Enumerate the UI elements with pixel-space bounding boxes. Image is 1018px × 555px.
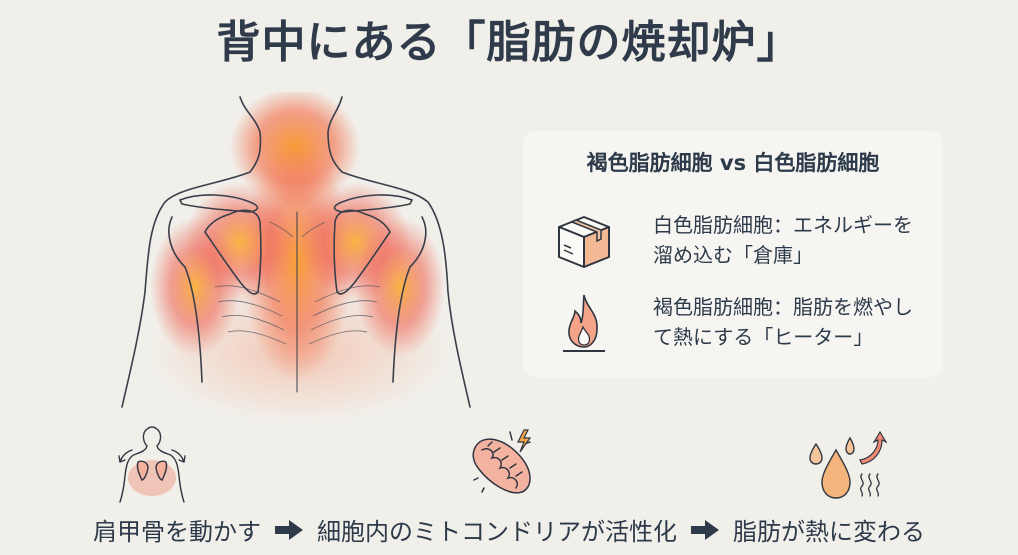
right-arrow-icon [275,519,303,540]
shoulder-blade-icon [118,426,186,503]
brown-fat-text-line1: 褐色脂肪細胞：脂肪を燃やし [653,295,913,319]
brown-fat-item: 褐色脂肪細胞：脂肪を燃やし て熱にする「ヒーター」 [553,287,933,357]
flame-icon [563,294,605,352]
comparison-panel: 褐色脂肪細胞 vs 白色脂肪細胞 白色脂肪細胞：エネルギーを 溜め込む「倉庫」 … [523,131,943,377]
fat-to-heat-icon [809,430,888,499]
mitochondria-icon [472,429,532,494]
white-fat-text-line2: 溜め込む「倉庫」 [653,243,813,267]
process-flow: 肩甲骨を動かす 細胞内のミトコンドリアが活性化 脂肪が熱に変わる [0,512,1018,547]
step-label-3: 脂肪が熱に変わる [733,518,925,546]
step-label-1: 肩甲骨を動かす [93,518,261,546]
brown-fat-text-line2: て熱にする「ヒーター」 [653,325,874,349]
box-icon [558,216,610,268]
step-label-2: 細胞内のミトコンドリアが活性化 [317,518,677,546]
panel-title: 褐色脂肪細胞 vs 白色脂肪細胞 [586,151,880,175]
white-fat-item: 白色脂肪細胞：エネルギーを 溜め込む「倉庫」 [553,205,933,275]
right-arrow-icon [691,519,719,540]
white-fat-text-line1: 白色脂肪細胞：エネルギーを [653,213,913,237]
upper-back-heat-illustration [121,92,471,422]
page-title: 背中にある「脂肪の焼却炉」 [216,17,802,68]
